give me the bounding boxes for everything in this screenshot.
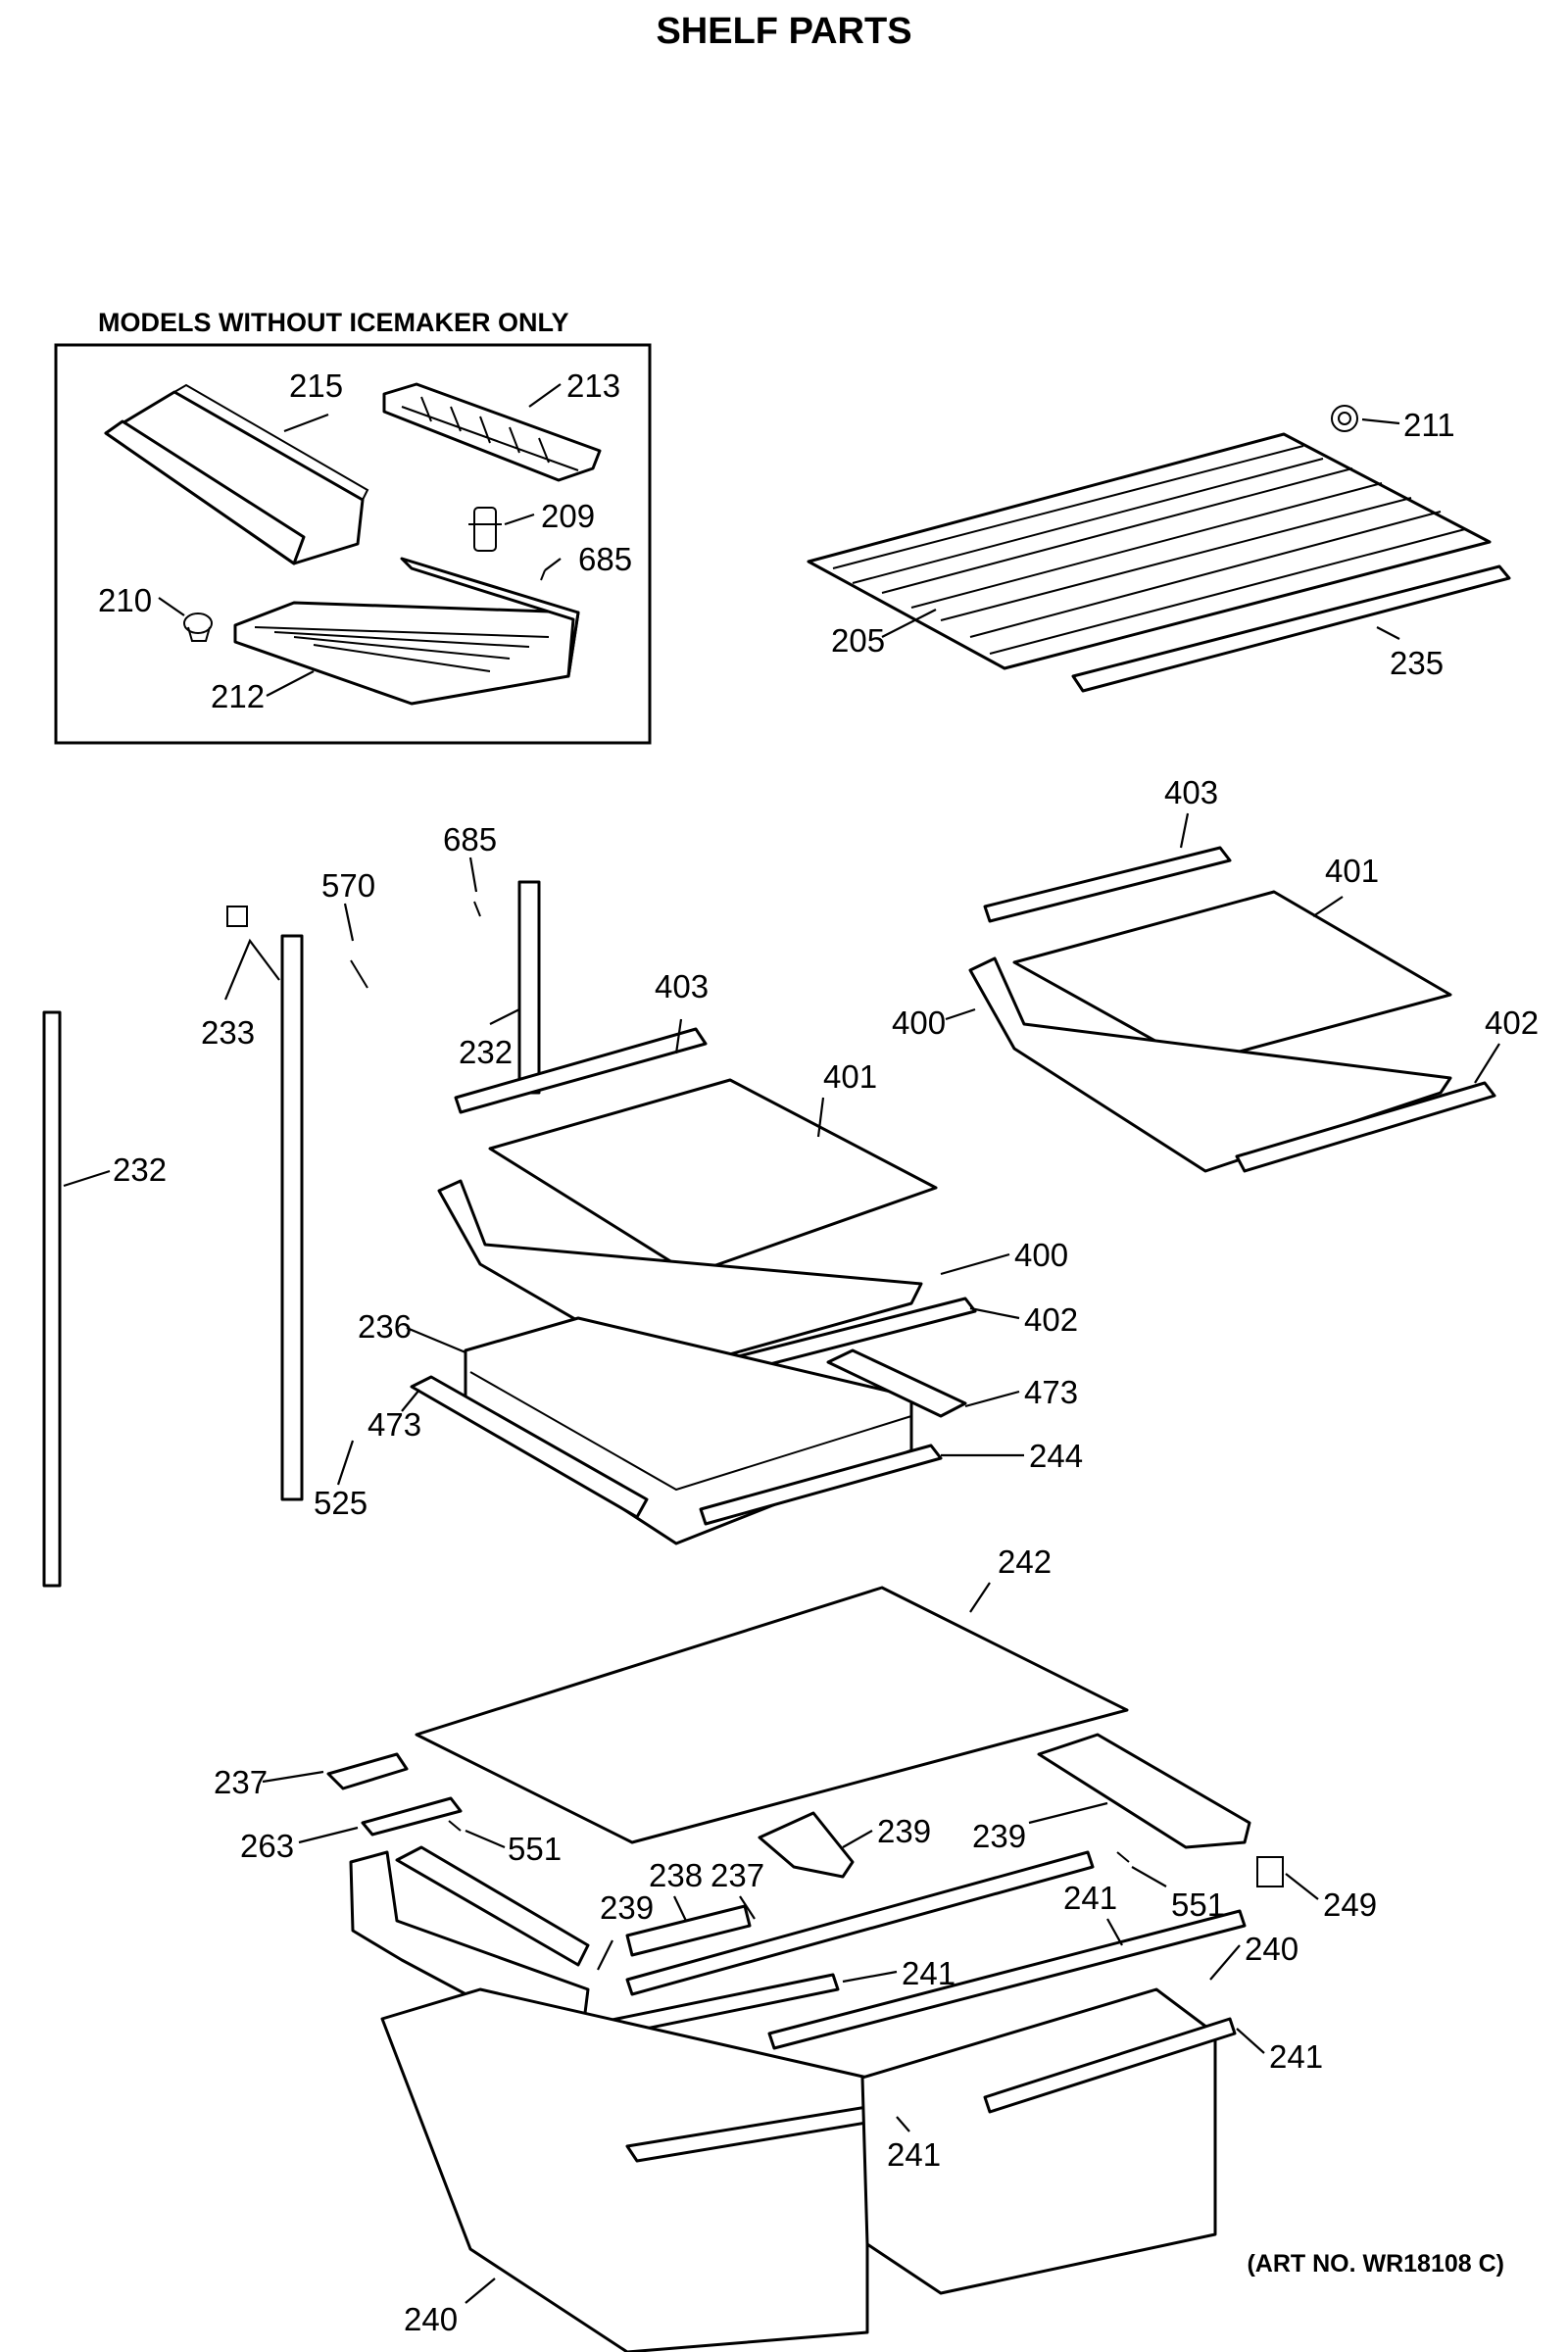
part-237-channel-left [326, 1752, 409, 1790]
callout-551-left: 551 [508, 1831, 562, 1867]
callout-249: 249 [1323, 1886, 1377, 1923]
part-239-track-right [1037, 1733, 1251, 1849]
callout-241-right: 241 [1269, 2038, 1323, 2075]
callout-400-right: 400 [892, 1004, 946, 1041]
callout-263: 263 [240, 1828, 294, 1864]
part-570-screw [350, 959, 368, 989]
part-239-rail-left [395, 1845, 590, 1967]
callout-402-right: 402 [1485, 1004, 1539, 1041]
inset-frame [54, 343, 652, 745]
part-238 [625, 1904, 752, 1957]
part-551-screw-left [448, 1820, 462, 1832]
part-237-channel-front [625, 1850, 1095, 1996]
callout-232-mid: 232 [459, 1034, 513, 1070]
part-473-slide-right [826, 1348, 967, 1418]
part-249-stop [1256, 1856, 1284, 1887]
part-240-drawer-left [380, 1987, 904, 2352]
part-242-glass [415, 1586, 1129, 1844]
callout-403-middle: 403 [655, 968, 709, 1004]
part-233-bracket [226, 906, 248, 927]
callout-242: 242 [998, 1544, 1052, 1580]
callout-473-right: 473 [1024, 1374, 1078, 1410]
part-215-bin [104, 383, 369, 565]
callout-400-middle: 400 [1014, 1237, 1068, 1273]
callout-525: 525 [314, 1485, 368, 1521]
callout-685: 685 [443, 821, 497, 858]
callout-212: 212 [211, 678, 265, 714]
part-232-rail-far-left [42, 1010, 62, 1588]
callout-551-right: 551 [1171, 1886, 1225, 1923]
part-263-trim [361, 1796, 463, 1837]
callout-239-left: 239 [600, 1889, 654, 1926]
part-401-glass-middle [488, 1078, 938, 1276]
part-473-slide-left [410, 1375, 649, 1519]
part-236-drawer [464, 1316, 913, 1545]
part-239-bracket-center [758, 1811, 855, 1879]
part-232-rail-mid [517, 880, 541, 1095]
callout-238: 238 [649, 1857, 703, 1893]
part-551-screw-right [1116, 1851, 1130, 1863]
callout-236: 236 [358, 1308, 412, 1345]
callout-235: 235 [1390, 645, 1444, 681]
part-211-clip [1331, 405, 1358, 432]
callout-213: 213 [566, 368, 620, 404]
callout-241-upper: 241 [1063, 1880, 1117, 1916]
part-rail-left [280, 934, 304, 1501]
callout-210: 210 [98, 582, 152, 618]
callout-473-left: 473 [368, 1406, 421, 1443]
callout-211: 211 [1403, 407, 1455, 443]
callout-401-middle: 401 [823, 1058, 877, 1095]
callout-685-inset: 685 [578, 541, 632, 577]
part-403-trim-right [983, 846, 1232, 923]
callout-402-middle: 402 [1024, 1301, 1078, 1338]
callout-labels: 215 213 209 685 210 212 211 205 235 403 … [98, 368, 1539, 2337]
callout-239-center: 239 [877, 1813, 931, 1849]
part-235-trim [1071, 564, 1511, 693]
callout-205: 205 [831, 622, 885, 659]
part-213-ice-tray [382, 382, 602, 482]
part-402-trim-right [1235, 1081, 1496, 1173]
part-240-drawer-right [860, 1987, 1237, 2295]
part-401-glass-right [1012, 890, 1452, 1065]
callout-237-left: 237 [214, 1764, 268, 1800]
part-400-frame-right [968, 956, 1452, 1173]
part-685-screw-inset [540, 569, 546, 581]
part-205-wire-shelf [807, 432, 1492, 670]
callout-241-lower: 241 [887, 2136, 941, 2173]
part-209 [468, 507, 502, 552]
callout-233: 233 [201, 1014, 255, 1051]
callout-244: 244 [1029, 1438, 1083, 1474]
callout-240-right: 240 [1245, 1931, 1298, 1967]
part-403-trim-middle [454, 1027, 708, 1114]
callout-215: 215 [289, 368, 343, 404]
callout-232-left: 232 [113, 1152, 167, 1188]
page-title: SHELF PARTS [656, 11, 911, 52]
part-244-trim [699, 1444, 943, 1526]
callout-401-right: 401 [1325, 853, 1379, 889]
art-number: (ART NO. WR18108 C) [1247, 2250, 1504, 2278]
callout-570: 570 [321, 867, 375, 904]
callout-241-middle: 241 [902, 1955, 956, 1991]
callout-239-right: 239 [972, 1818, 1026, 1854]
part-241-trim-b [767, 1909, 1247, 2050]
callout-240-left: 240 [404, 2301, 458, 2337]
callout-209: 209 [541, 498, 595, 534]
callout-237-front: 237 [710, 1857, 764, 1893]
part-210-peg [183, 612, 213, 642]
leader-lines [63, 383, 1500, 2304]
part-685-screw [473, 901, 481, 917]
part-212-tray-frame [233, 557, 580, 706]
callout-403-right: 403 [1164, 774, 1218, 810]
inset-title: MODELS WITHOUT ICEMAKER ONLY [98, 308, 569, 337]
part-400-frame-middle [437, 1179, 923, 1374]
